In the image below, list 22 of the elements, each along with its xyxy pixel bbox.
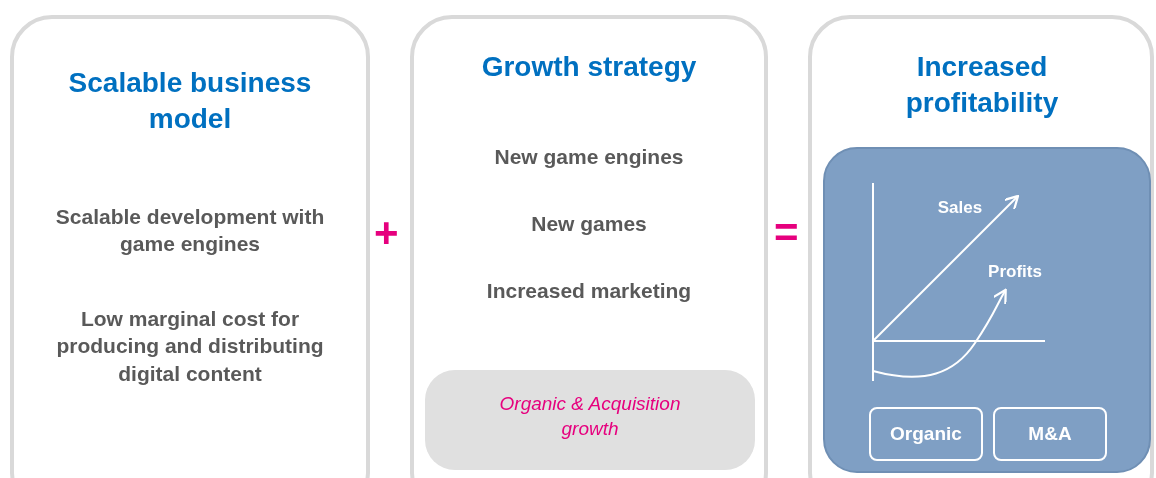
- body-text: Low marginal cost for producing and distributing digital content: [55, 306, 325, 387]
- card-title: Scalable business model: [67, 66, 313, 137]
- outlined-tag: [869, 407, 983, 461]
- pill-text: Organic & Acquisition growth: [498, 392, 682, 441]
- card-title: Growth strategy: [480, 50, 698, 84]
- body-text: New games: [530, 211, 648, 237]
- rounded-card: [410, 15, 768, 478]
- operator-sign: =: [774, 212, 799, 254]
- chart-panel: [823, 147, 1151, 473]
- rounded-pill: [425, 370, 755, 470]
- card-title: Increased profitability: [904, 50, 1060, 121]
- operator-sign: +: [374, 212, 399, 254]
- body-text: Scalable development with game engines: [54, 204, 326, 258]
- chart-label: Sales: [936, 197, 984, 219]
- rounded-card: [808, 15, 1154, 478]
- outlined-tag: [993, 407, 1107, 461]
- chart-label: Profits: [987, 261, 1043, 283]
- body-text: New game engines: [493, 144, 685, 170]
- tag-label: M&A: [1027, 422, 1073, 446]
- rounded-card: [10, 15, 370, 478]
- tag-label: Organic: [889, 422, 963, 446]
- body-text: Increased marketing: [485, 278, 693, 304]
